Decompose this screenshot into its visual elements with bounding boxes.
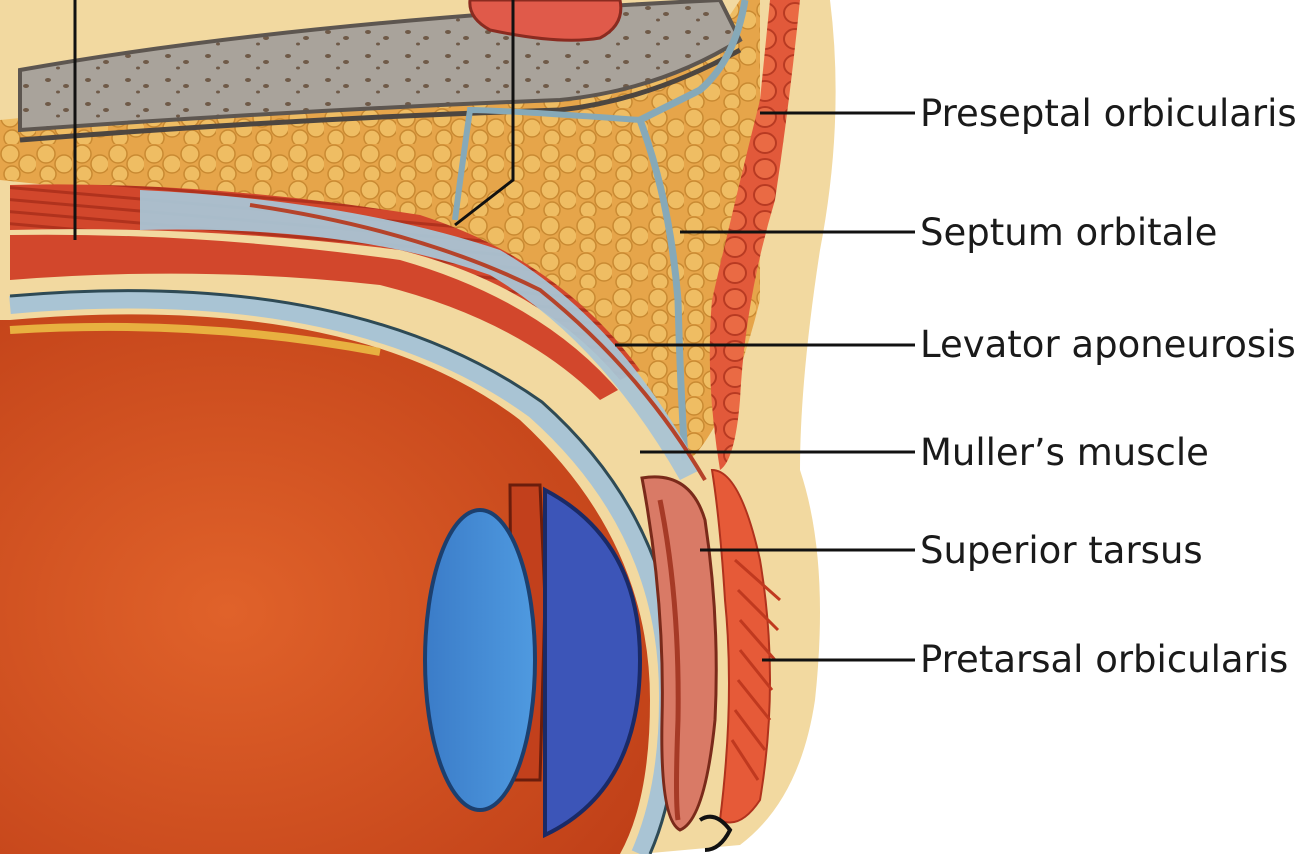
- label-pretarsal-orbicularis: Pretarsal orbicularis: [920, 638, 1288, 681]
- label-septum-orbitale: Septum orbitale: [920, 211, 1217, 254]
- label-mullers-muscle: Muller’s muscle: [920, 431, 1209, 474]
- label-superior-tarsus: Superior tarsus: [920, 529, 1203, 572]
- lens: [425, 510, 535, 810]
- label-preseptal-orbicularis: Preseptal orbicularis: [920, 92, 1297, 135]
- label-levator-aponeurosis: Levator aponeurosis: [920, 323, 1296, 366]
